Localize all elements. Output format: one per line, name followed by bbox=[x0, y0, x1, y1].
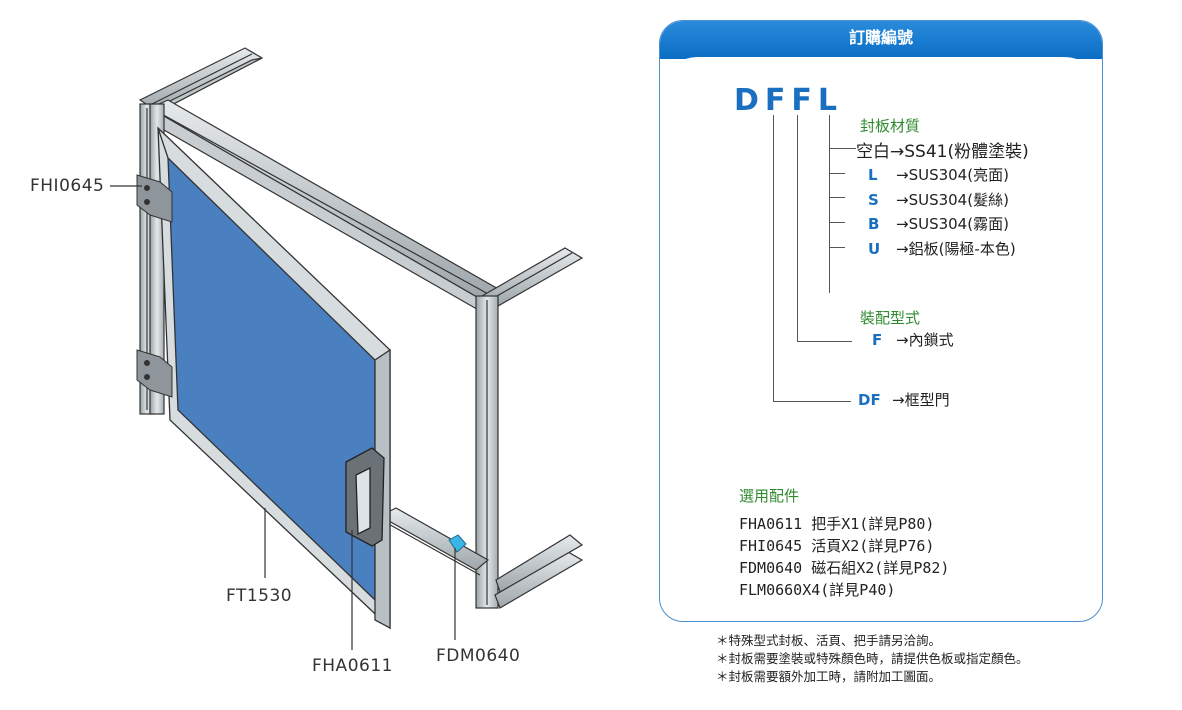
accessory-item: FDM0640 磁石組X2(詳見P82) bbox=[739, 559, 950, 577]
tree-line bbox=[829, 115, 830, 293]
accessories-heading: 選用配件 bbox=[739, 487, 800, 505]
notes: ＊特殊型式封板、活頁、把手請另洽詢。 ＊封板需要塗裝或特殊顏色時，請提供色板或指… bbox=[716, 632, 1029, 686]
leader-lines bbox=[110, 185, 456, 650]
accessory-item: FHI0645 活頁X2(詳見P76) bbox=[739, 537, 935, 555]
door-illustration bbox=[110, 47, 584, 650]
note-item: ＊封板需要塗裝或特殊顏色時，請提供色板或指定顏色。 bbox=[716, 651, 1029, 666]
label-handle: FHA0611 bbox=[312, 656, 393, 676]
assembly-option-f: F→內鎖式 bbox=[872, 331, 954, 349]
label-hinge: FHI0645 bbox=[30, 176, 105, 196]
model-code: DFFL bbox=[734, 83, 844, 118]
magnet-icon bbox=[448, 534, 467, 553]
material-heading: 封板材質 bbox=[860, 117, 921, 135]
hinge-icon bbox=[136, 174, 173, 398]
frame-option-df: DF→框型門 bbox=[858, 391, 950, 409]
material-option-u: U→鋁板(陽極-本色) bbox=[868, 240, 1016, 258]
material-option-b: B→SUS304(霧面) bbox=[868, 215, 1009, 233]
note-item: ＊特殊型式封板、活頁、把手請另洽詢。 bbox=[716, 633, 942, 648]
panel-header: 訂購編號 bbox=[660, 21, 1102, 97]
material-option-blank: 空白→SS41(粉體塗裝) bbox=[856, 142, 1029, 162]
order-number-panel: 訂購編號 DFFL 封板材質 空白→SS41(粉體塗裝) L→SUS304(亮面… bbox=[659, 20, 1103, 622]
note-item: ＊封板需要額外加工時，請附加工圖面。 bbox=[716, 669, 942, 684]
accessory-item: FLM0660X4(詳見P40) bbox=[739, 581, 896, 599]
material-option-l: L→SUS304(亮面) bbox=[868, 166, 1009, 184]
label-magnet: FDM0640 bbox=[436, 646, 521, 666]
label-panel: FT1530 bbox=[226, 586, 293, 606]
handle-icon bbox=[345, 447, 385, 547]
accessory-item: FHA0611 把手X1(詳見P80) bbox=[739, 515, 935, 533]
assembly-heading: 裝配型式 bbox=[860, 309, 921, 327]
panel-title: 訂購編號 bbox=[848, 28, 913, 47]
door-panel bbox=[157, 126, 391, 630]
material-option-s: S→SUS304(髮絲) bbox=[868, 191, 1009, 209]
